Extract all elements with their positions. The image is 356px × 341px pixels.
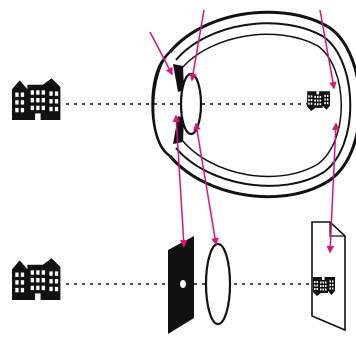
- projection-screen: [312, 222, 345, 330]
- object-building-bottom: [12, 258, 60, 300]
- arrow-lens-to-camera-lens: [196, 124, 216, 244]
- eye-lens: [181, 74, 201, 134]
- retina-image-inverted-building-icon: [307, 91, 330, 111]
- object-building-top: [12, 78, 60, 120]
- aperture-plate: [168, 236, 194, 334]
- camera-lens: [206, 244, 230, 324]
